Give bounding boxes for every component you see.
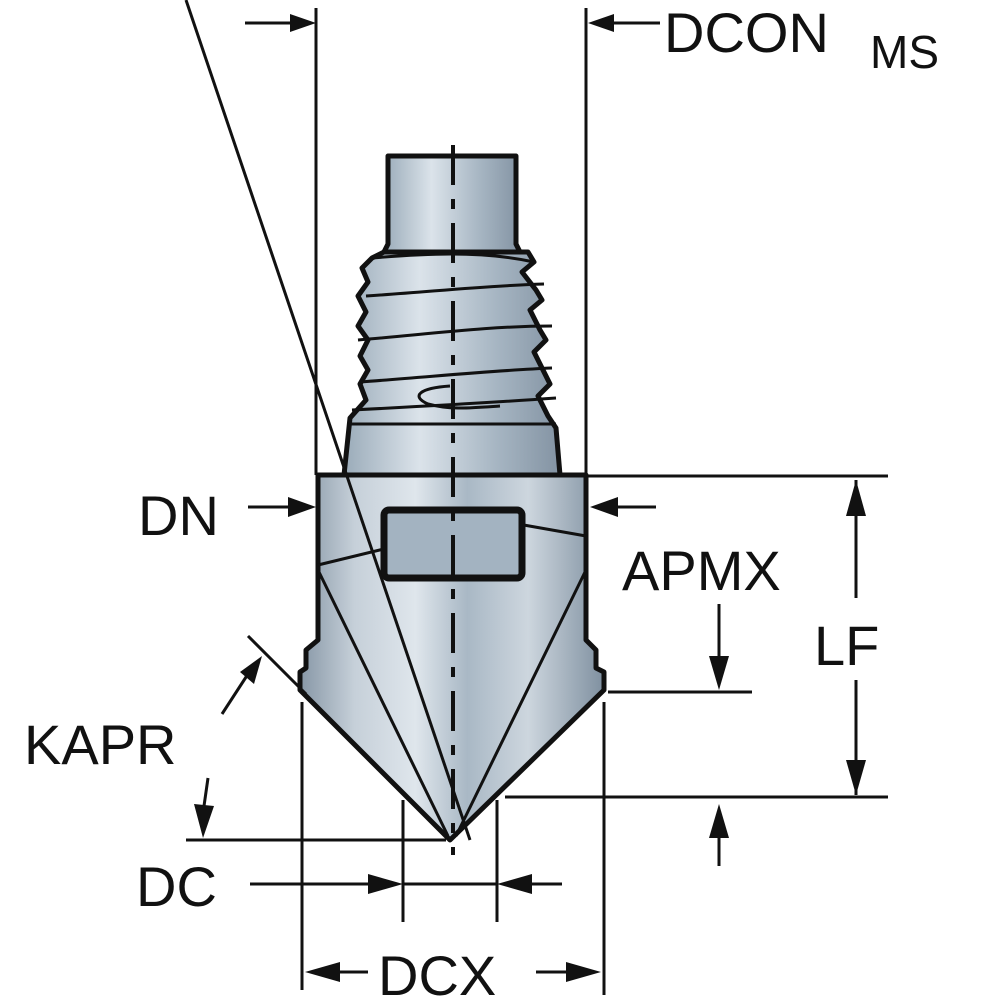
label-dcon-subscript: MS bbox=[870, 26, 939, 78]
label-dcon: DCON bbox=[664, 1, 829, 64]
label-apmx: APMX bbox=[622, 539, 781, 602]
label-lf: LF bbox=[814, 614, 879, 677]
dimension-dc: DC bbox=[136, 800, 562, 922]
dimension-apmx: APMX bbox=[608, 539, 781, 866]
label-dcx: DCX bbox=[378, 944, 496, 1000]
dimension-dcx: DCX bbox=[300, 702, 606, 1000]
dimension-dcon-ms: DCON MS bbox=[245, 1, 939, 475]
label-dn: DN bbox=[138, 484, 219, 547]
cutting-tool-body bbox=[297, 145, 607, 855]
dimension-dn: DN bbox=[138, 484, 656, 547]
label-dc: DC bbox=[136, 855, 217, 918]
label-kapr: KAPR bbox=[24, 713, 177, 776]
dimension-kapr: KAPR bbox=[24, 0, 472, 842]
dimension-lf: LF bbox=[505, 474, 888, 799]
